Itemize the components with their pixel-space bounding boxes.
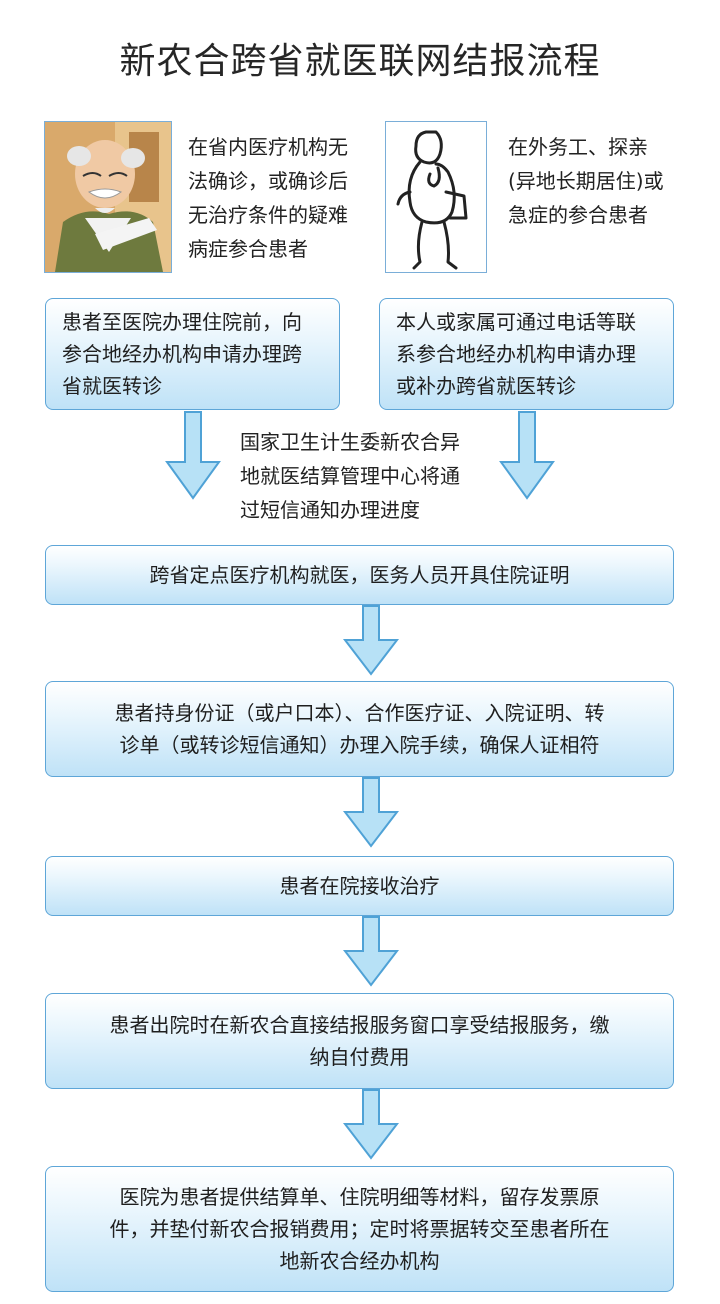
sms-notice: 国家卫生计生委新农合异 地就医结算管理中心将通 过短信通知办理进度: [240, 430, 460, 522]
step-5-box: 医院为患者提供结算单、住院明细等材料，留存发票原 件，并垫付新农合报销费用；定时…: [45, 1166, 674, 1292]
step-4-box: 患者出院时在新农合直接结报服务窗口享受结报服务，缴 纳自付费用: [45, 993, 674, 1089]
step-5-text: 医院为患者提供结算单、住院明细等材料，留存发票原 件，并垫付新农合报销费用；定时…: [109, 1185, 610, 1273]
down-arrow-icon: [342, 605, 400, 676]
left-patient-description: 在省内医疗机构无 法确诊，或确诊后 无治疗条件的疑难 病症参合患者: [188, 135, 348, 261]
step-1-box: 跨省定点医疗机构就医，医务人员开具住院证明: [45, 545, 674, 605]
step-2-text: 患者持身份证（或户口本）、合作医疗证、入院证明、转 诊单（或转诊短信通知）办理入…: [114, 701, 605, 757]
step-1-text: 跨省定点医疗机构就医，医务人员开具住院证明: [149, 563, 570, 587]
down-arrow-icon: [342, 777, 400, 848]
step-3-box: 患者在院接收治疗: [45, 856, 674, 916]
right-apply-text: 本人或家属可通过电话等联 系参合地经办机构申请办理 或补办跨省就医转诊: [396, 310, 636, 398]
thinking-man-sketch: [385, 121, 487, 273]
step-3-text: 患者在院接收治疗: [279, 874, 440, 898]
down-arrow-icon: [165, 411, 221, 500]
down-arrow-icon: [342, 916, 400, 987]
down-arrow-icon: [342, 1089, 400, 1160]
step-2-box: 患者持身份证（或户口本）、合作医疗证、入院证明、转 诊单（或转诊短信通知）办理入…: [45, 681, 674, 777]
left-apply-box: 患者至医院办理住院前，向 参合地经办机构申请办理跨 省就医转诊: [45, 298, 340, 410]
step-4-text: 患者出院时在新农合直接结报服务窗口享受结报服务，缴 纳自付费用: [109, 1013, 610, 1069]
right-apply-box: 本人或家属可通过电话等联 系参合地经办机构申请办理 或补办跨省就医转诊: [379, 298, 674, 410]
right-patient-description: 在外务工、探亲 (异地长期居住)或 急症的参合患者: [508, 135, 664, 227]
page-title: 新农合跨省就医联网结报流程: [119, 41, 601, 82]
down-arrow-icon: [499, 411, 555, 500]
left-apply-text: 患者至医院办理住院前，向 参合地经办机构申请办理跨 省就医转诊: [62, 310, 302, 398]
elderly-man-illustration: [44, 121, 172, 273]
